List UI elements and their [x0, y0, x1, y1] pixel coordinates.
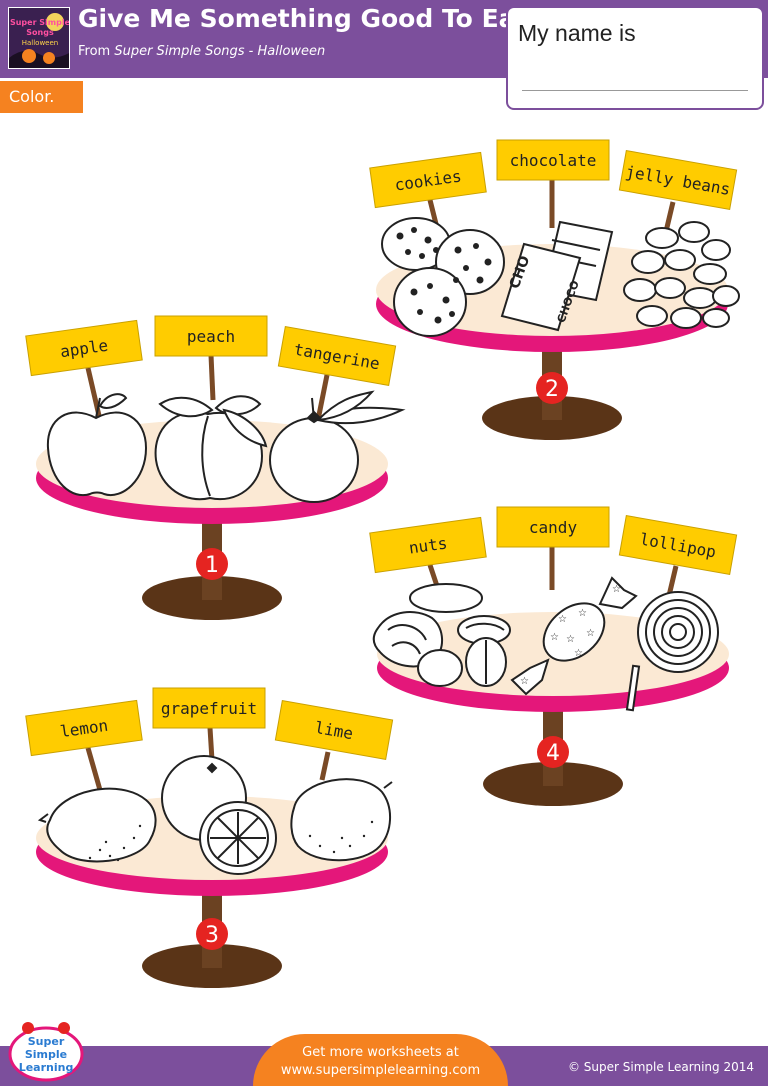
svg-text:☆: ☆ — [578, 608, 587, 619]
logo-line-3: Learning — [19, 1061, 74, 1074]
stand-4-number: 4 — [537, 736, 569, 768]
sign-lemon: lemon — [25, 699, 143, 757]
sign-jelly-beans: jelly beans — [618, 150, 738, 210]
subtitle-prefix: From — [78, 44, 115, 59]
svg-text:☆: ☆ — [520, 676, 529, 687]
stand-2-number-text: 2 — [545, 377, 559, 402]
sign-grapefruit: grapefruit — [152, 687, 266, 729]
stand-3-number: 3 — [196, 918, 228, 950]
stand-1-number: 1 — [196, 548, 228, 580]
sign-lollipop: lollipop — [618, 515, 738, 575]
apple-drawing — [46, 393, 148, 497]
super-simple-learning-logo: Super Simple Learning — [6, 1018, 86, 1082]
stand-3: 3 lemon grapefruit lime — [25, 687, 394, 988]
page-title: Give Me Something Good To Eat — [78, 4, 528, 33]
svg-text:Super Simple: Super Simple — [10, 18, 70, 27]
footer-link-panel[interactable] — [253, 1034, 508, 1086]
lemon-drawing — [37, 787, 157, 863]
stand-2: 2 cookies chocolate jelly beans — [369, 139, 740, 440]
svg-text:☆: ☆ — [612, 584, 621, 595]
name-write-line[interactable] — [522, 90, 748, 91]
page-subtitle: From Super Simple Songs - Halloween — [78, 44, 325, 59]
svg-text:Songs: Songs — [26, 28, 54, 37]
logo-line-1: Super — [28, 1035, 65, 1048]
sign-cookies: cookies — [369, 151, 487, 209]
jelly-beans-drawing — [623, 221, 740, 329]
peach-drawing — [154, 395, 268, 501]
logo-line-2: Simple — [25, 1048, 67, 1061]
chocolate-drawing: CHO CHOCO — [500, 220, 614, 332]
name-label: My name is — [518, 20, 636, 46]
sign-apple: apple — [25, 319, 143, 377]
sign-peach-label: peach — [187, 327, 235, 346]
sign-chocolate: chocolate — [496, 139, 610, 181]
name-box: My name is — [506, 6, 764, 110]
svg-text:Halloween: Halloween — [22, 39, 59, 47]
subtitle-source: Super Simple Songs - Halloween — [114, 44, 326, 59]
svg-text:☆: ☆ — [550, 632, 559, 643]
sign-nuts: nuts — [369, 516, 487, 574]
stand-1-number-text: 1 — [205, 553, 219, 578]
tangerine-drawing — [269, 390, 406, 503]
sign-candy: candy — [496, 506, 610, 548]
lollipop-drawing — [625, 591, 719, 712]
cookies-drawing — [381, 217, 505, 337]
stand-1: 1 apple peach tangerine — [25, 315, 406, 620]
instruction-badge: Color. — [0, 81, 83, 113]
sign-tangerine: tangerine — [277, 326, 397, 386]
sign-peach: peach — [154, 315, 268, 357]
stand-3-number-text: 3 — [205, 923, 219, 948]
stand-4-number-text: 4 — [546, 741, 560, 766]
svg-text:☆: ☆ — [586, 628, 595, 639]
sign-lime: lime — [274, 700, 394, 760]
stand-4: 4 nuts candy lollipop — [369, 506, 738, 806]
candy-drawing: ☆☆☆☆☆☆ ☆☆ — [510, 576, 638, 696]
grapefruit-drawing — [161, 755, 277, 875]
svg-text:☆: ☆ — [558, 614, 567, 625]
album-thumbnail: Super Simple Songs Halloween — [8, 7, 70, 69]
footer-cta: Get more worksheets at — [302, 1045, 459, 1060]
footer-website-link[interactable]: www.supersimplelearning.com — [280, 1063, 481, 1078]
svg-text:☆: ☆ — [566, 634, 575, 645]
nuts-drawing — [372, 583, 511, 687]
sign-grapefruit-label: grapefruit — [161, 699, 257, 718]
stand-2-number: 2 — [536, 372, 568, 404]
sign-chocolate-label: chocolate — [510, 151, 597, 170]
sign-candy-label: candy — [529, 518, 578, 537]
lime-drawing — [290, 778, 393, 862]
copyright-text: © Super Simple Learning 2014 — [567, 1060, 754, 1074]
svg-text:☆: ☆ — [574, 648, 583, 659]
